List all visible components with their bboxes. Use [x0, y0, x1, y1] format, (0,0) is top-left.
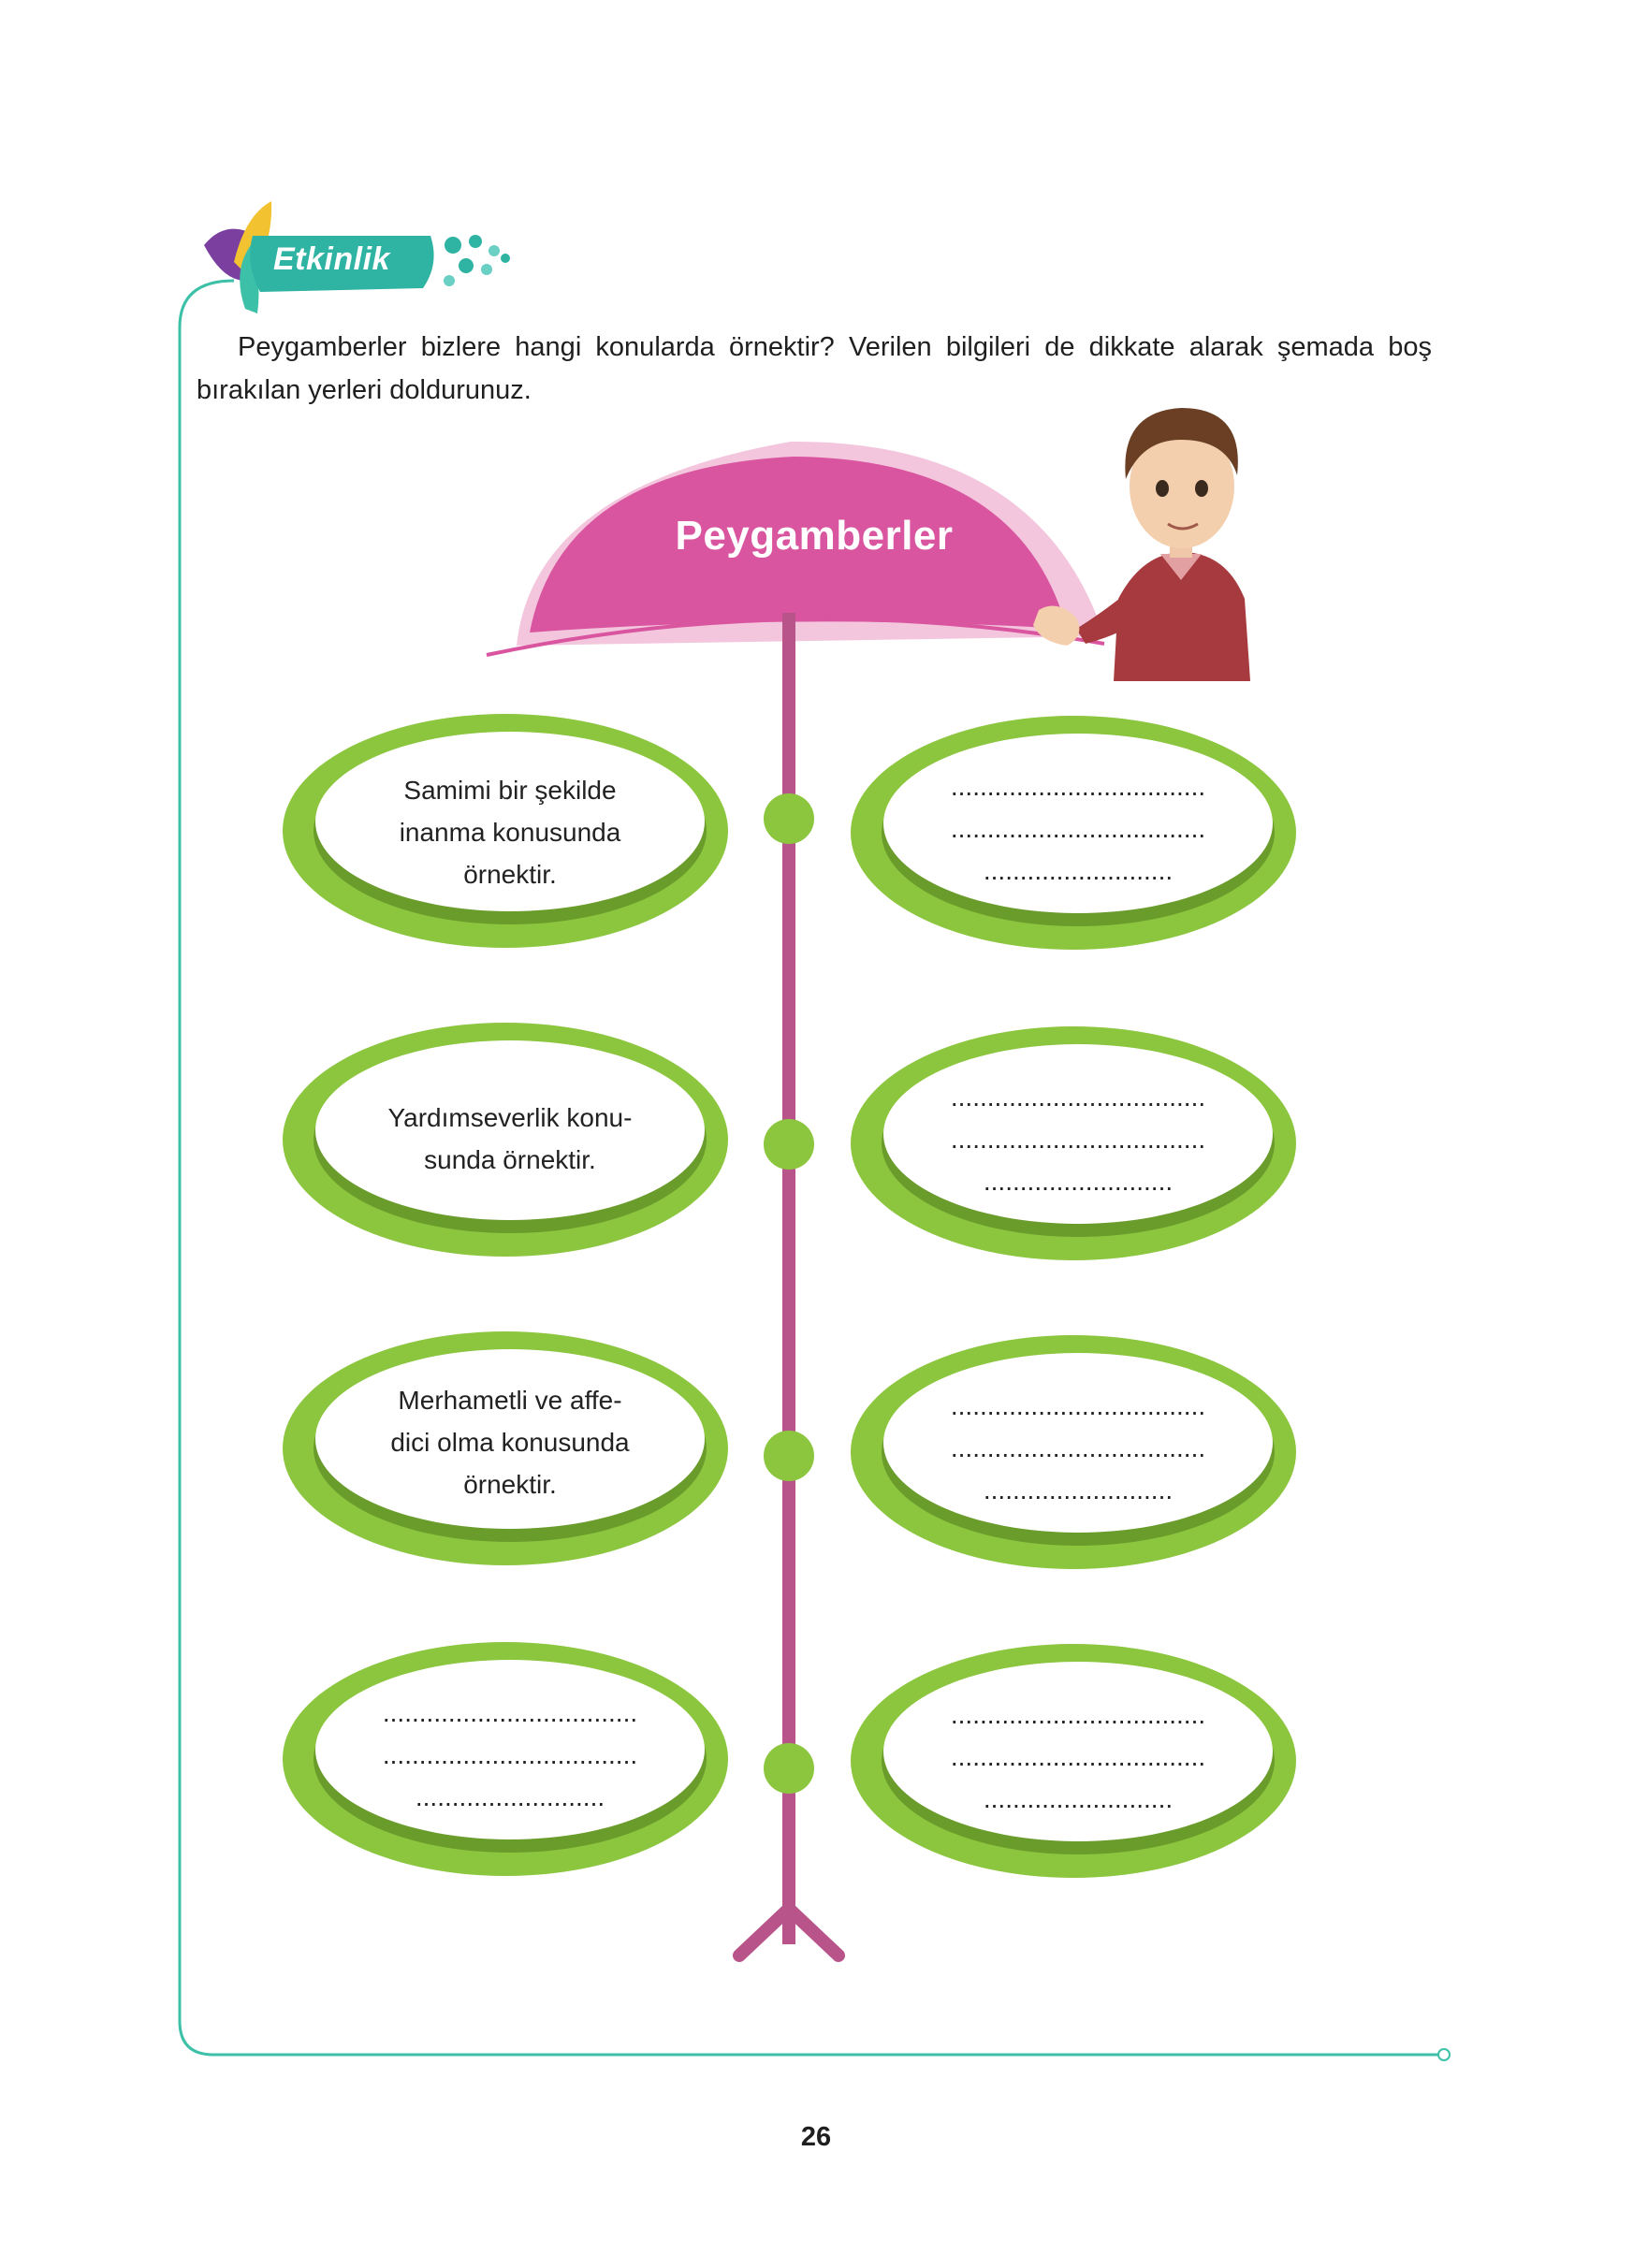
oval-right-1-blanks[interactable]: ................................... ....… — [950, 772, 1206, 885]
oval-left-1-text: Samimi bir şekilde inanma konusunda örne… — [399, 776, 621, 889]
diagram-title: Peygamberler — [675, 513, 954, 559]
oval-right-4-blanks[interactable]: ................................... ....… — [950, 1700, 1206, 1813]
node-1 — [764, 793, 814, 844]
oval-right-2-blanks[interactable]: ................................... ....… — [950, 1083, 1206, 1196]
umbrella-dark — [530, 457, 1067, 632]
oval-left-2 — [283, 1023, 728, 1257]
oval-right-3-blanks[interactable]: ................................... ....… — [950, 1391, 1206, 1505]
node-4 — [764, 1743, 814, 1794]
node-2 — [764, 1119, 814, 1170]
oval-left-3-text: Merhametli ve affe- dici olma konusunda … — [390, 1386, 630, 1499]
frame-line — [178, 279, 1439, 2057]
page-number: 26 — [800, 2122, 832, 2152]
umbrella-handle — [733, 1902, 845, 1962]
boy-collar — [1160, 554, 1202, 580]
oval-left-2-text: Yardımseverlik konu- sunda örnektir. — [387, 1103, 633, 1174]
badge-banner — [250, 236, 434, 292]
instruction-text: Peygamberler bizlere hangi konularda örn… — [197, 332, 1432, 405]
etkinlik-logo — [204, 201, 510, 313]
boy-illustration — [1033, 408, 1250, 683]
oval-left-3 — [283, 1331, 728, 1565]
etkinlik-badge-label: Etkinlik — [273, 241, 390, 277]
boy-face — [1130, 425, 1234, 548]
node-3 — [764, 1431, 814, 1481]
boy-arm — [1076, 599, 1132, 644]
frame-end-dot — [1437, 2048, 1451, 2061]
umbrella-canopy — [486, 441, 1105, 657]
oval-right-1 — [851, 716, 1296, 950]
boy-sweater — [1114, 552, 1250, 681]
boy-hair — [1125, 408, 1238, 479]
oval-left-1 — [283, 714, 728, 948]
oval-left-4 — [283, 1642, 728, 1876]
oval-right-3 — [851, 1335, 1296, 1569]
oval-right-4 — [851, 1644, 1296, 1878]
boy-hand — [1033, 605, 1080, 646]
oval-right-2 — [851, 1026, 1296, 1260]
oval-left-4-blanks[interactable]: ................................... ....… — [382, 1698, 638, 1811]
